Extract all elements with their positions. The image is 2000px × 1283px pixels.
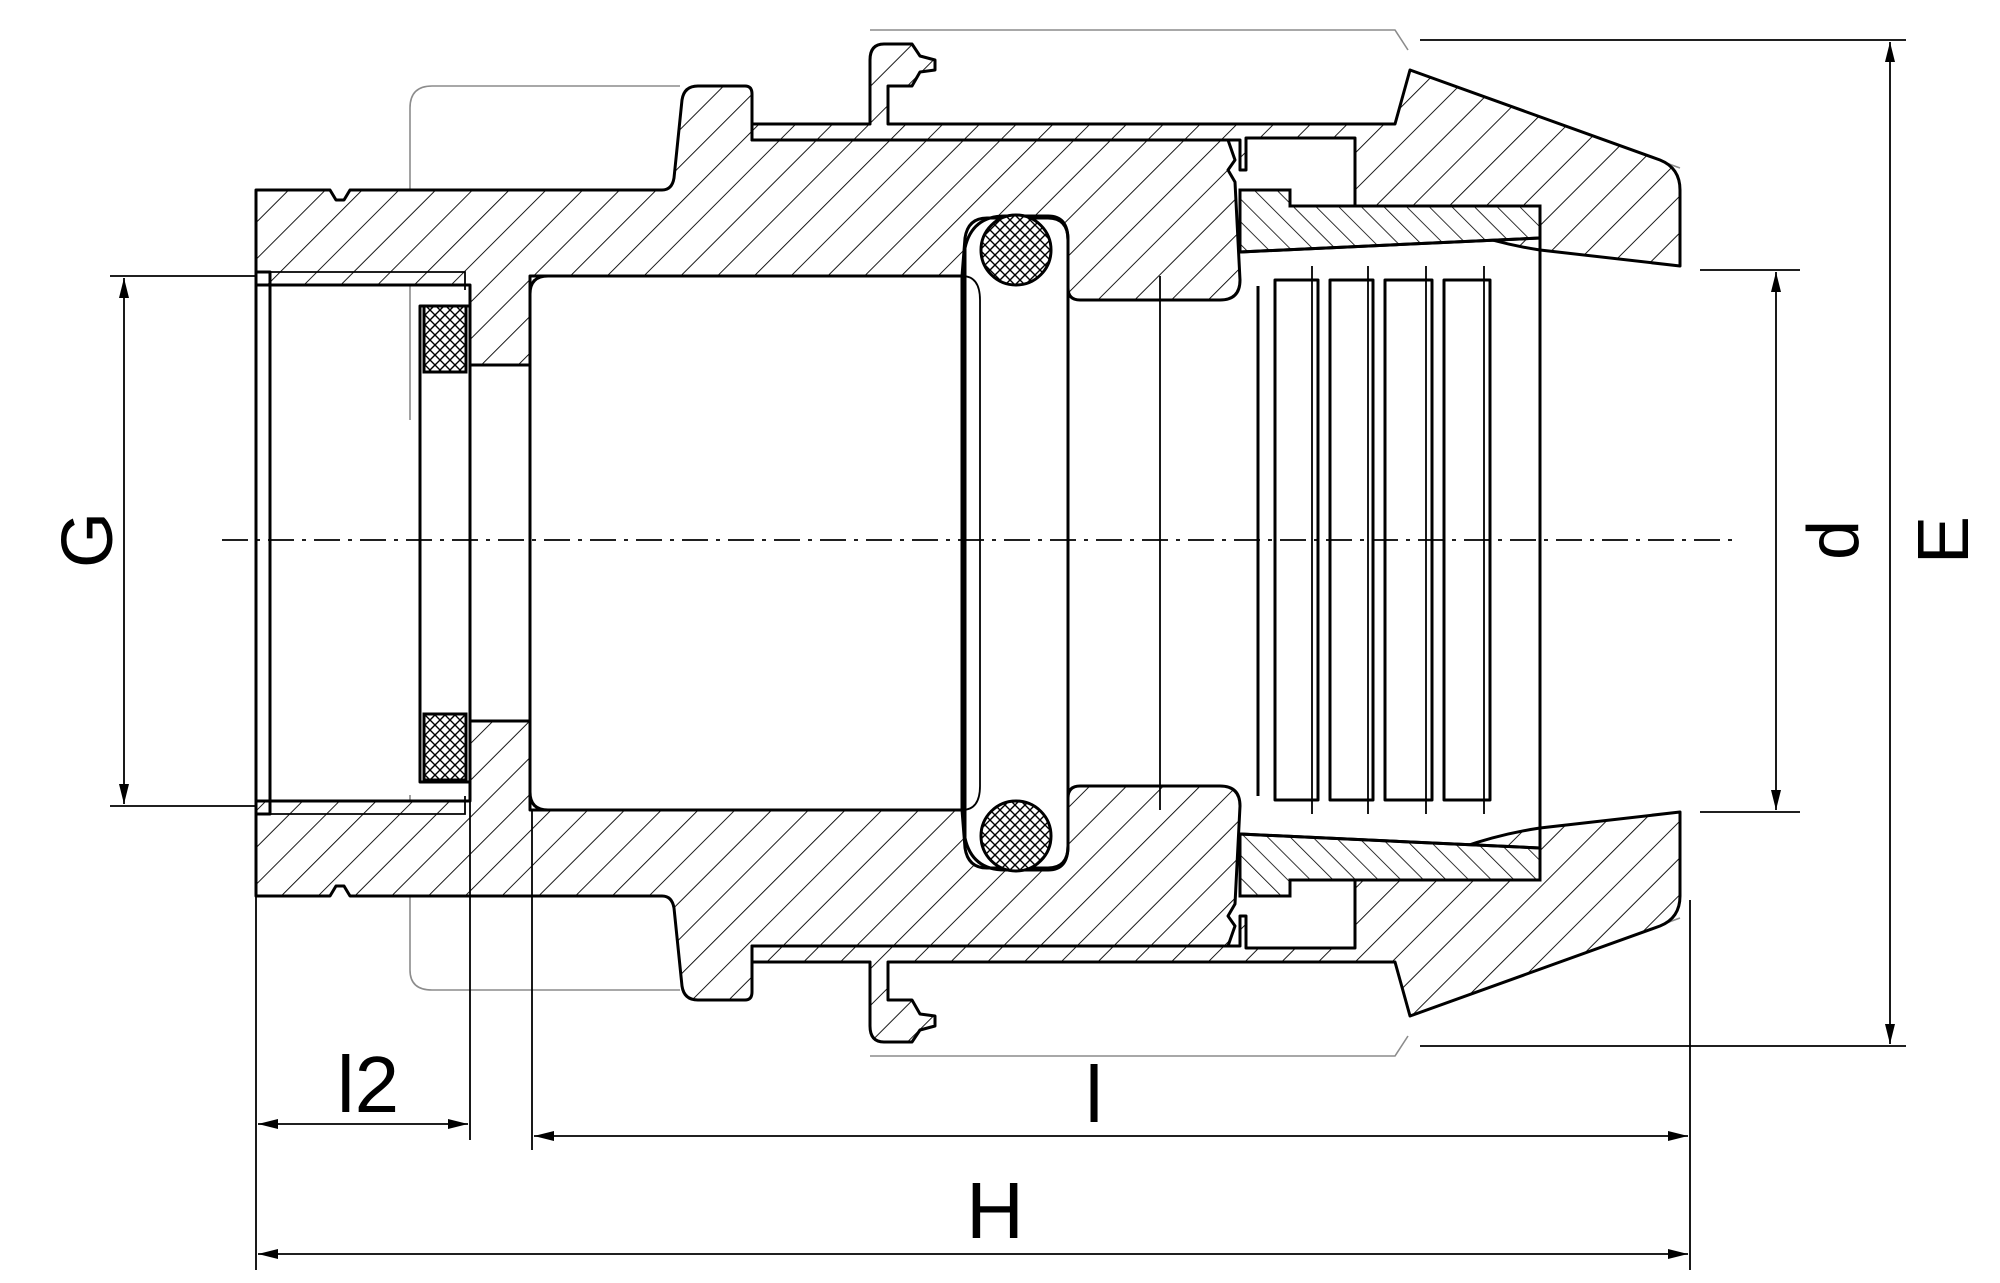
o-ring-seal xyxy=(963,213,1070,873)
label-H: H xyxy=(966,1166,1024,1255)
label-G: G xyxy=(48,512,128,568)
dimension-l2: l2 xyxy=(255,796,471,1270)
label-d: d xyxy=(1794,520,1874,560)
dimension-G: G xyxy=(48,275,256,807)
thread-face xyxy=(254,190,466,896)
label-l: l xyxy=(1085,1050,1103,1139)
dimension-E: E xyxy=(1420,39,1984,1047)
label-E: E xyxy=(1904,516,1984,564)
dimension-H: H xyxy=(258,1166,1688,1259)
dimension-l: l xyxy=(531,810,1691,1270)
flat-seal xyxy=(418,304,530,784)
dimension-d: d xyxy=(1700,269,1874,813)
grip-collet xyxy=(1159,188,1542,898)
inner-bore xyxy=(528,274,981,812)
label-l2: l2 xyxy=(337,1040,399,1129)
body-bottom-section xyxy=(254,719,1242,1002)
